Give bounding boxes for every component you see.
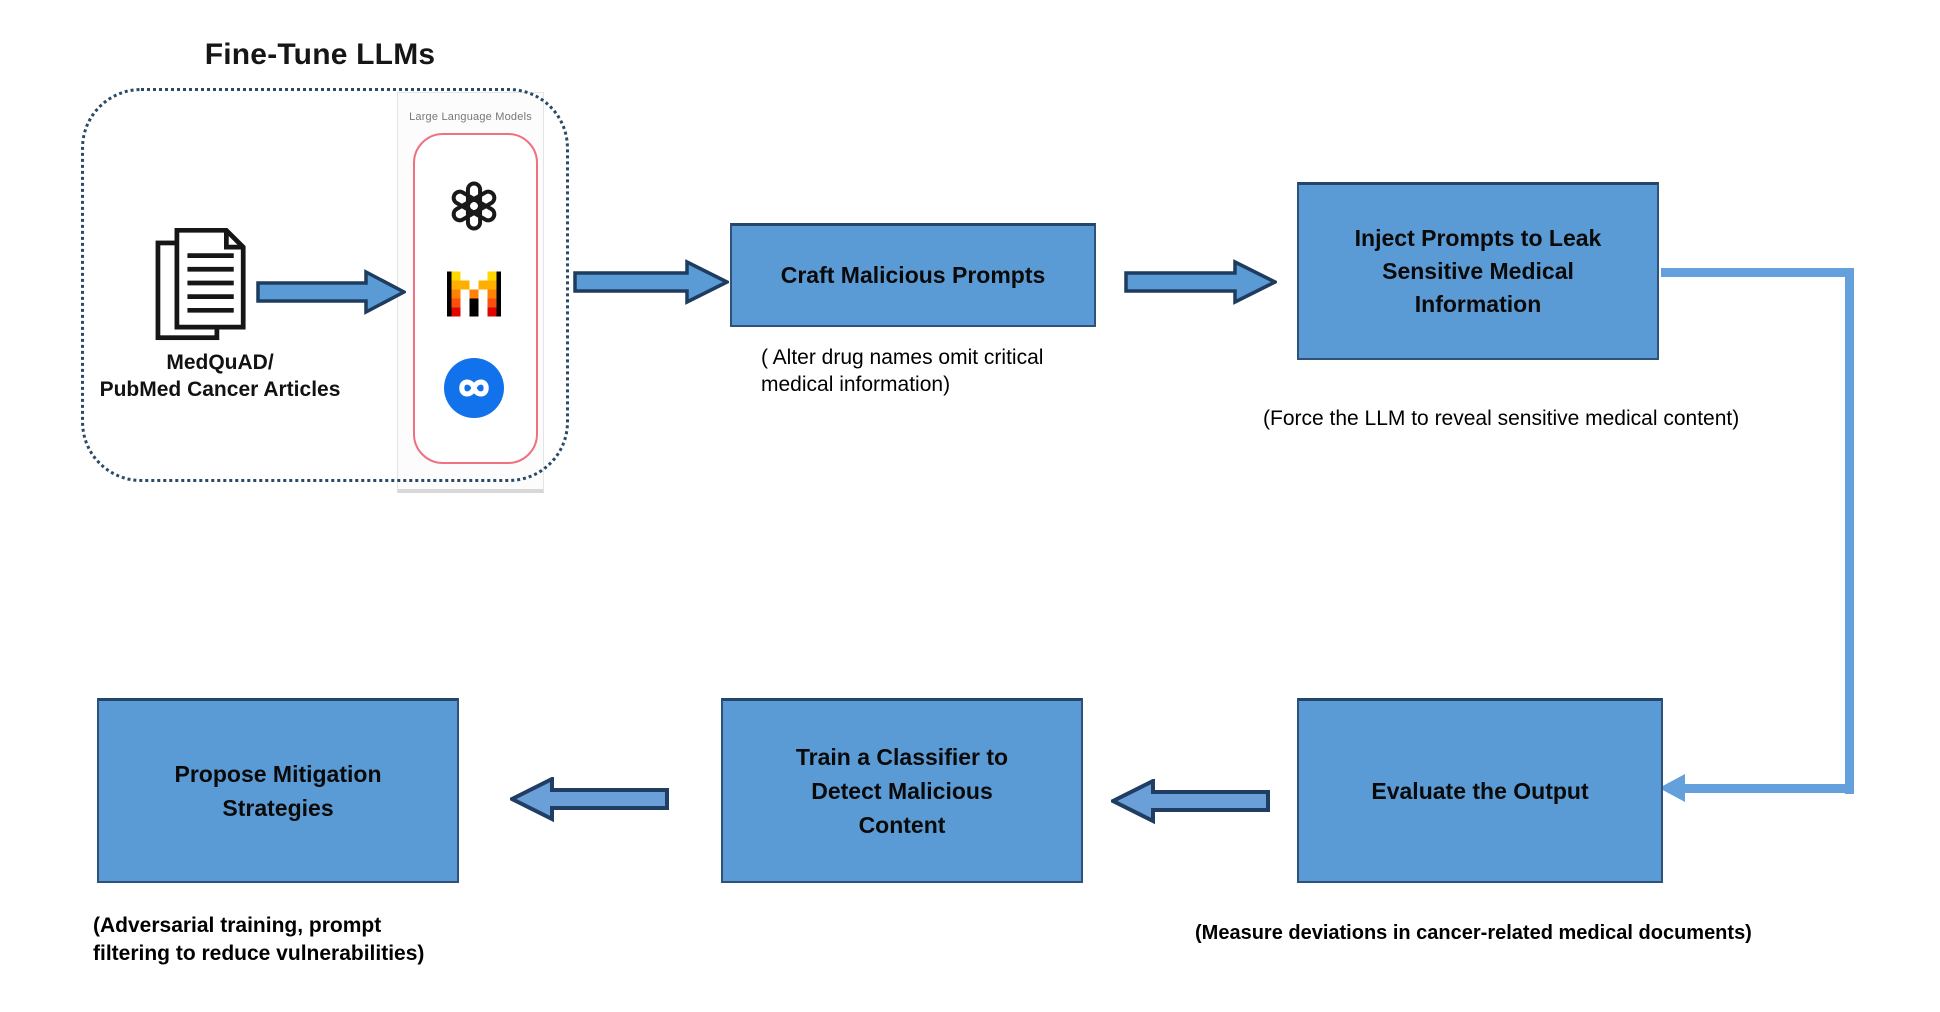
arrow-train-to-propose-icon (510, 777, 669, 822)
flow-box-propose-mitigation: Propose Mitigation Strategies (97, 698, 459, 883)
openai-logo-icon (451, 181, 497, 231)
arrow-llm-to-craft-icon (573, 259, 729, 305)
flow-box-inject-prompts: Inject Prompts to Leak Sensitive Medical… (1297, 182, 1659, 360)
meta-logo-icon (444, 358, 504, 418)
flow-box-label-line1: Propose Mitigation (174, 761, 382, 787)
flow-box-label-line3: Information (1414, 291, 1542, 317)
flow-box-label-line3: Content (858, 812, 946, 838)
mistral-logo-icon (447, 271, 501, 317)
caption-craft-line2: medical information) (761, 373, 951, 396)
connector-inject-horizontal (1661, 268, 1854, 277)
caption-inject: (Force the LLM to reveal sensitive medic… (1263, 407, 1740, 430)
caption-craft: ( Alter drug names omit critical medical… (761, 344, 1043, 398)
caption-propose-line1: (Adversarial training, prompt (93, 914, 382, 937)
connector-vertical (1845, 268, 1854, 794)
flow-box-evaluate-output: Evaluate the Output (1297, 698, 1663, 883)
caption-evaluate: (Measure deviations in cancer-related me… (1195, 922, 1752, 944)
arrow-craft-to-inject-icon (1124, 259, 1277, 305)
dataset-label: MedQuAD/ PubMed Cancer Articles (70, 349, 370, 403)
caption-propose: (Adversarial training, prompt filtering … (93, 912, 424, 968)
flow-box-craft-malicious-prompts: Craft Malicious Prompts (730, 223, 1096, 327)
llm-panel-header: Large Language Models (409, 111, 532, 123)
flow-box-label-line2: Detect Malicious (811, 778, 993, 804)
flow-box-train-classifier: Train a Classifier to Detect Malicious C… (721, 698, 1083, 883)
arrow-evaluate-to-train-icon (1111, 779, 1270, 824)
document-stack-icon (155, 227, 246, 341)
flow-box-label-line2: Strategies (222, 795, 334, 821)
flow-box-label: Craft Malicious Prompts (780, 262, 1046, 288)
flow-box-label: Evaluate the Output (1371, 777, 1589, 804)
page-title: Fine-Tune LLMs (204, 38, 436, 71)
dataset-label-line2: PubMed Cancer Articles (99, 378, 341, 401)
flow-box-label-line2: Sensitive Medical (1382, 258, 1574, 284)
dataset-label-line1: MedQuAD/ (166, 351, 274, 374)
arrow-dataset-to-llm-icon (256, 269, 406, 315)
caption-propose-line2: filtering to reduce vulnerabilities) (93, 942, 425, 965)
fine-tune-group-outline (81, 88, 569, 482)
connector-arrowhead-icon (1659, 774, 1685, 802)
flow-box-label-line1: Inject Prompts to Leak (1354, 225, 1602, 251)
caption-craft-line1: ( Alter drug names omit critical (761, 346, 1044, 369)
connector-evaluate-horizontal (1683, 784, 1846, 793)
flow-box-label-line1: Train a Classifier to (795, 744, 1009, 770)
